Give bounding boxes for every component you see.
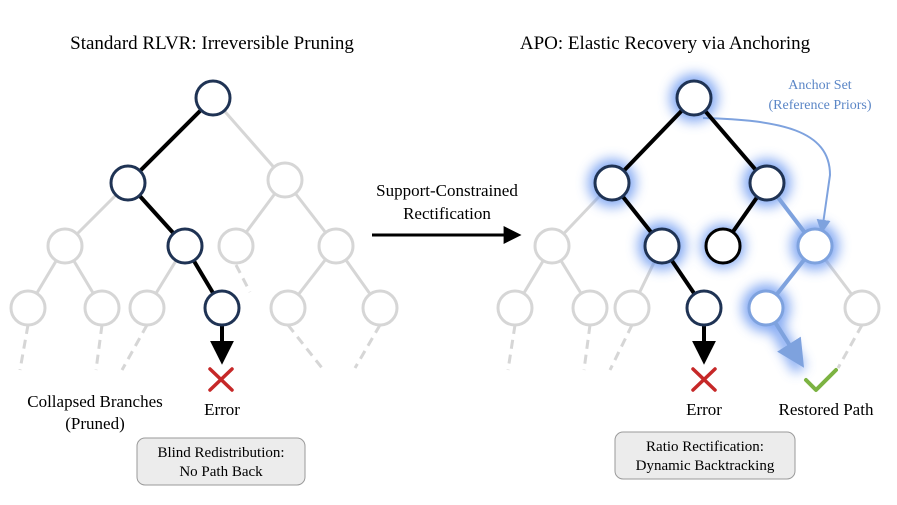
right-anchor-nodes [747, 227, 834, 327]
right-faded-nodes [496, 227, 881, 327]
middle-text-line2: Rectification [403, 204, 491, 223]
right-info-box: Ratio Rectification: Dynamic Backtrackin… [614, 431, 796, 480]
anchor-arrow [702, 117, 832, 234]
check-icon [804, 368, 838, 392]
left-tree [9, 79, 399, 392]
left-active-nodes [109, 79, 241, 327]
right-dashed-edges [506, 324, 864, 371]
left-box-line2: No Path Back [179, 464, 263, 480]
left-faded-nodes [9, 161, 399, 327]
anchor-label-line1: Anchor Set [788, 78, 851, 93]
collapsed-label-line2: (Pruned) [65, 414, 124, 433]
left-info-box: Blind Redistribution: No Path Back [136, 437, 306, 486]
right-box-line2: Dynamic Backtracking [636, 458, 775, 474]
left-dashed-edges [18, 264, 382, 371]
transition-arrow: Support-Constrained Rectification [372, 181, 522, 244]
left-box-line1: Blind Redistribution: [157, 445, 284, 461]
cross-icon [208, 367, 234, 392]
right-recovery-edges [764, 181, 817, 368]
left-title: Standard RLVR: Irreversible Pruning [70, 33, 354, 54]
collapsed-label-line1: Collapsed Branches [27, 392, 163, 411]
left-error-label: Error [204, 400, 240, 419]
cross-icon [691, 367, 717, 392]
right-box-line1: Ratio Rectification: [646, 439, 764, 455]
right-title: APO: Elastic Recovery via Anchoring [520, 33, 811, 54]
right-active-nodes [593, 79, 786, 327]
restored-path-label: Restored Path [779, 400, 874, 419]
anchor-label-line2: (Reference Priors) [768, 98, 871, 113]
right-error-label: Error [686, 400, 722, 419]
right-tree [496, 74, 881, 392]
middle-text-line1: Support-Constrained [376, 181, 518, 200]
